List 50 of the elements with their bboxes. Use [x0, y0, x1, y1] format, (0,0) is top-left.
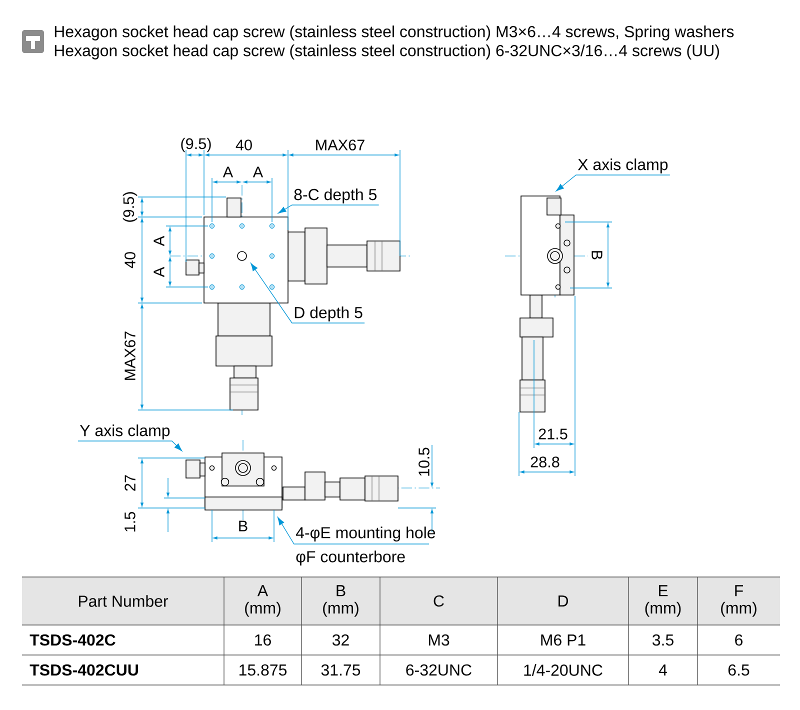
table-entry: 4: [658, 664, 667, 676]
table-entry: 6-32UNC: [406, 664, 472, 676]
table-entry: 3.5: [652, 634, 674, 646]
dimension-label: 10.5: [418, 448, 430, 476]
note-text: Hexagon socket head cap screw (stainless steel construction) M3×6…4 screws, Spring washers: [54, 26, 734, 40]
leader-line: [556, 174, 670, 192]
table-entry: 6.5: [728, 664, 750, 676]
dimension-label: 21.5: [538, 428, 568, 440]
leader-line: [78, 440, 182, 452]
dimension-label: 1.5: [124, 512, 136, 532]
dimension-label: A: [154, 266, 164, 278]
note-text: Hexagon socket head cap screw (stainless steel construction) 6-32UNC×3/16…4 screws (UU): [54, 44, 719, 60]
callout-text: 4-φE mounting hole φF counterbore: [296, 526, 436, 566]
dimension-label: (9.5): [122, 192, 138, 222]
callout-text: Y axis clamp: [80, 424, 170, 440]
dimension-label: B: [239, 520, 248, 532]
dimension-label: 40: [236, 140, 252, 150]
column-header: F (mm): [721, 585, 756, 617]
table-entry: M3: [428, 634, 450, 646]
column-header: D: [558, 596, 568, 606]
leader-line: [278, 204, 380, 214]
dimension-label: A: [252, 166, 264, 178]
dimension-label: 40: [124, 252, 136, 268]
column-header: A (mm): [245, 585, 280, 617]
callout-text: 8-C depth 5: [294, 188, 376, 204]
table-entry: 16: [255, 634, 271, 646]
leader-line: [278, 517, 430, 544]
dimension-label: 28.8: [530, 456, 560, 468]
table-entry: 1/4-20UNC: [524, 664, 602, 676]
dimension-label: B: [592, 251, 602, 260]
leader-line: [250, 262, 365, 324]
column-header: E (mm): [645, 585, 681, 617]
table-entry: 6: [735, 634, 742, 646]
dimension-label: A: [154, 236, 164, 246]
table-entry: 15.875: [240, 664, 287, 676]
table-entry: 31.75: [321, 664, 360, 676]
column-header: C: [434, 595, 444, 607]
table-entry: M6 P1: [541, 634, 586, 646]
callout-text: X axis clamp: [578, 158, 668, 174]
table-entry: 32: [332, 634, 349, 646]
dimension-label: MAX67: [316, 140, 364, 150]
dimension-label: 27: [124, 475, 136, 491]
dimension-label: A: [222, 166, 234, 178]
part-number: TSDS-402C: [30, 634, 116, 646]
part-number: TSDS-402CUU: [30, 664, 138, 676]
dimension-label: (9.5): [181, 138, 211, 152]
dimension-label: MAX67: [124, 332, 136, 380]
column-header: B (mm): [323, 585, 358, 617]
column-header: Part Number: [78, 595, 168, 607]
callout-text: D depth 5: [294, 306, 362, 322]
